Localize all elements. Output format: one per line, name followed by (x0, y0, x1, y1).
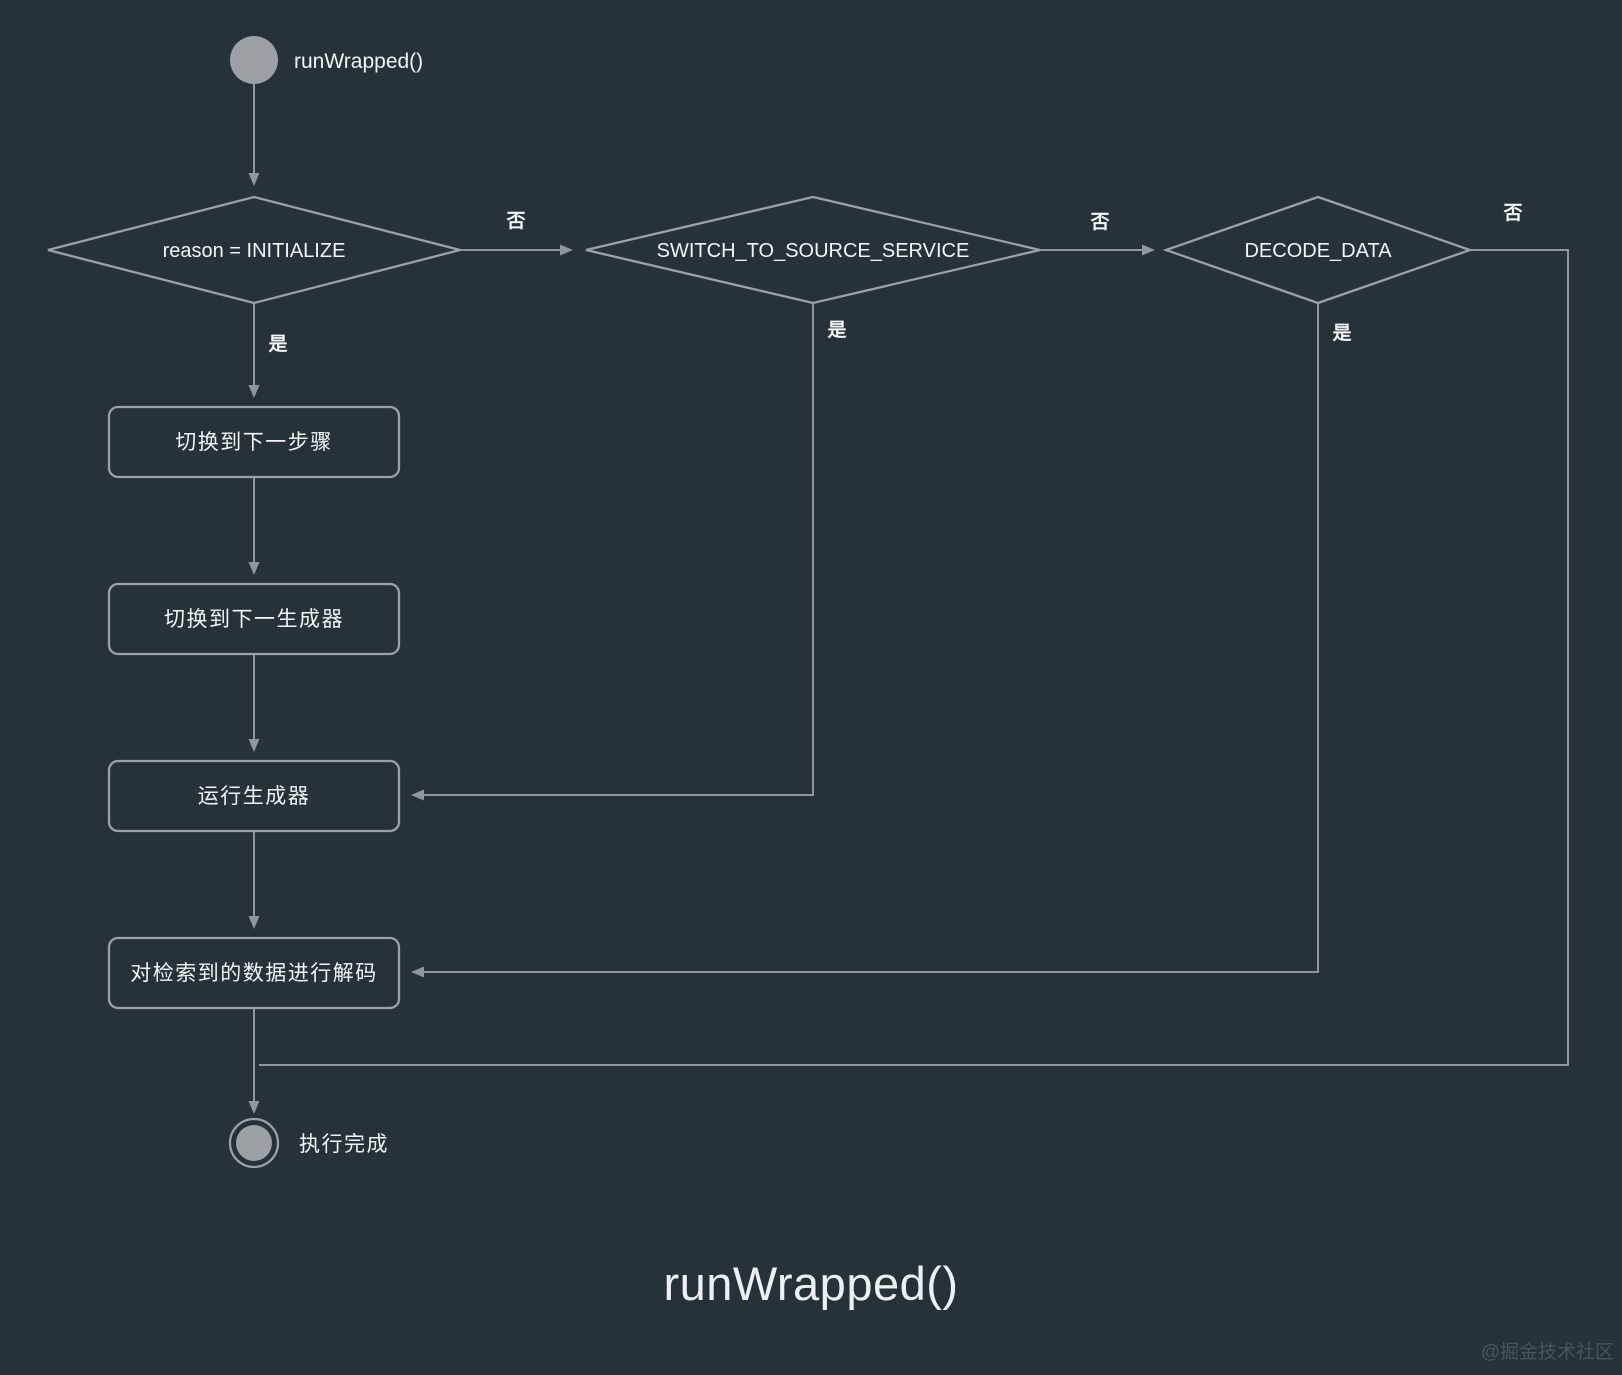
end-node-label: 执行完成 (299, 1133, 389, 1156)
process-decode-retrieved-data-label: 对检索到的数据进行解码 (130, 962, 378, 985)
edge-label-yes-3: 是 (1332, 322, 1351, 344)
process-run-generator-label: 运行生成器 (198, 785, 311, 808)
process-run-generator: 运行生成器 (107, 759, 401, 833)
end-node: 执行完成 (228, 1117, 389, 1169)
process-decode-retrieved-data: 对检索到的数据进行解码 (107, 936, 401, 1010)
edge-decode-yes-to-decode-data (411, 303, 1319, 978)
diagram-title: runWrapped() (663, 1257, 958, 1310)
process-decode-retrieved-data-shape (107, 936, 401, 1010)
decision-reason-initialize: reason = INITIALIZE (47, 195, 461, 305)
process-switch-next-step: 切换到下一步骤 (107, 405, 401, 479)
start-node-circle (230, 36, 278, 84)
end-node-inner-circle (236, 1125, 272, 1161)
edge-label-no-2: 否 (1089, 212, 1109, 233)
edge-label-no-3: 否 (1502, 203, 1522, 224)
process-switch-next-generator: 切换到下一生成器 (107, 582, 401, 656)
edge-switch-yes-to-run-generator (411, 303, 814, 801)
process-run-generator-shape (107, 759, 401, 833)
start-node: runWrapped() (230, 36, 423, 84)
end-node-outer-ring (228, 1117, 280, 1169)
process-switch-next-step-shape (107, 405, 401, 479)
decision-reason-initialize-label: reason = INITIALIZE (163, 240, 346, 262)
decision-decode-data-label: DECODE_DATA (1244, 240, 1392, 262)
decision-switch-to-source-service-label: SWITCH_TO_SOURCE_SERVICE (657, 240, 970, 262)
process-switch-next-generator-label: 切换到下一生成器 (164, 608, 344, 631)
start-node-label: runWrapped() (294, 50, 423, 73)
decision-decode-data-shape (1162, 195, 1474, 305)
edge-label-no-1: 否 (505, 211, 525, 232)
process-switch-next-generator-shape (107, 582, 401, 656)
edge-label-yes-2: 是 (827, 319, 846, 341)
edge-decode-no-to-end (259, 249, 1569, 1066)
process-switch-next-step-label: 切换到下一步骤 (175, 431, 333, 454)
watermark: @掘金技术社区 (1481, 1341, 1614, 1363)
decision-switch-to-source-service-shape (585, 195, 1041, 305)
edge-label-yes-1: 是 (268, 333, 287, 355)
decision-reason-initialize-shape (47, 195, 461, 305)
decision-decode-data: DECODE_DATA (1162, 195, 1474, 305)
decision-switch-to-source-service: SWITCH_TO_SOURCE_SERVICE (585, 195, 1041, 305)
